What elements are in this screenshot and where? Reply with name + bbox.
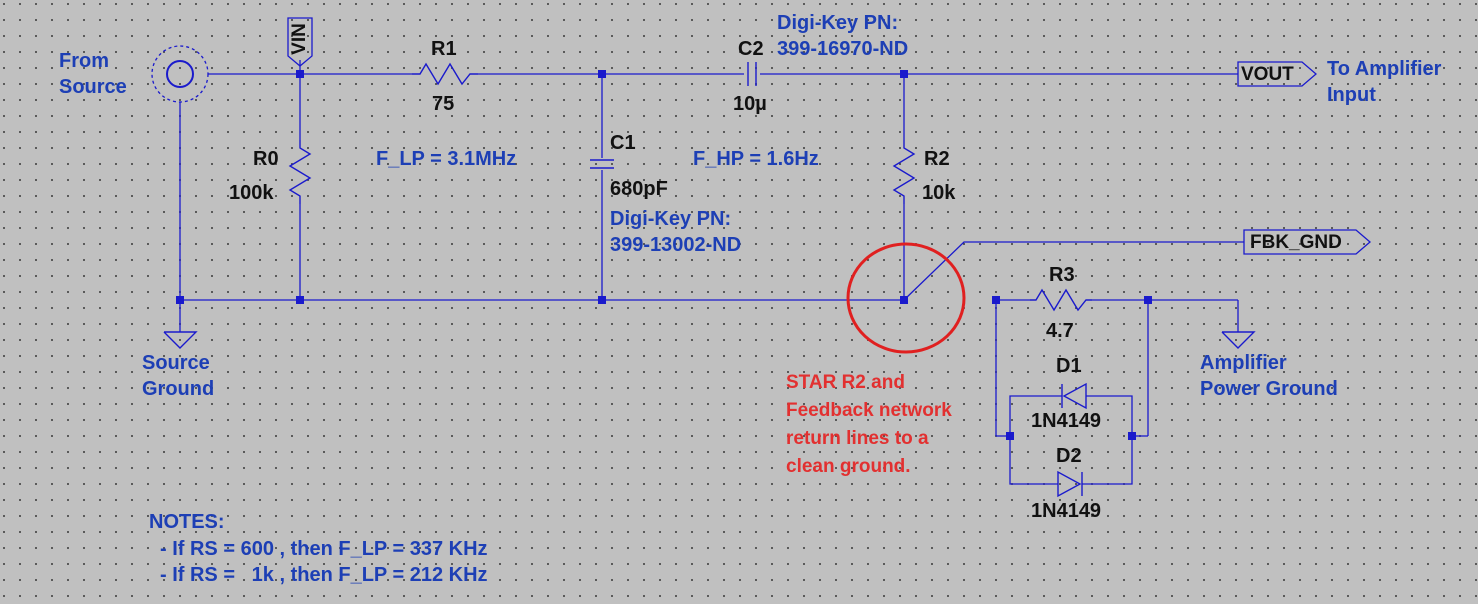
source-ground-line2: Ground	[142, 378, 215, 400]
vin-net-label: VIN	[289, 23, 310, 55]
r3-ref: R3	[1049, 264, 1075, 286]
r1-value: 75	[432, 93, 455, 115]
f-hp-annotation: F_HP = 1.6Hz	[693, 148, 819, 170]
r0-ref: R0	[253, 148, 279, 170]
c1-ref: C1	[610, 132, 636, 154]
d1-value: 1N4149	[1031, 410, 1102, 432]
source-label-line2: Source	[59, 76, 127, 98]
wire-d2-right	[1082, 436, 1133, 485]
c1-pn: 399-13002-ND	[610, 234, 742, 256]
wire-fbk-gnd	[903, 241, 1244, 301]
fbk-gnd-flag-shape	[1243, 229, 1371, 255]
r2-value: 10k	[922, 182, 956, 204]
diode-d1-symbol	[1061, 382, 1087, 410]
source-label-line1: From	[59, 50, 109, 72]
d1-ref: D1	[1056, 355, 1082, 377]
star-note-line4: clean ground.	[786, 456, 911, 477]
c2-pn: 399-16970-ND	[777, 38, 909, 60]
star-note-line3: return lines to a	[786, 428, 929, 449]
star-ground-highlight	[846, 242, 966, 354]
resistor-r0-symbol	[288, 140, 312, 204]
notes-line1: - If RS = 600 , then F_LP = 337 KHz	[160, 538, 488, 560]
capacitor-c2-symbol	[747, 62, 757, 86]
vout-flag-shape	[1237, 61, 1317, 87]
wire-d2-left	[1009, 436, 1058, 485]
notes-title: NOTES:	[149, 511, 225, 533]
source-ground-line1: Source	[142, 352, 210, 374]
r3-value: 4.7	[1046, 320, 1074, 342]
fbk-gnd-net-label: FBK_GND	[1250, 232, 1342, 253]
c1-pn-label: Digi-Key PN:	[610, 208, 732, 230]
f-lp-annotation: F_LP = 3.1MHz	[376, 148, 517, 170]
source-connector-symbol	[151, 45, 209, 103]
c2-value: 10µ	[733, 93, 767, 115]
resistor-r3-symbol	[1030, 288, 1092, 312]
amp-ground-line2: Power Ground	[1200, 378, 1338, 400]
notes-line2: - If RS = 1k , then F_LP = 212 KHz	[160, 564, 488, 586]
vin-flag-shape	[287, 17, 313, 67]
source-ground-symbol	[163, 331, 198, 349]
vout-note-line1: To Amplifier	[1327, 58, 1442, 80]
vout-note-line2: Input	[1327, 84, 1376, 106]
diode-d2-symbol	[1057, 470, 1083, 498]
c2-ref: C2	[738, 38, 764, 60]
r0-value: 100k	[229, 182, 274, 204]
amp-ground-line1: Amplifier	[1200, 352, 1287, 374]
r1-ref: R1	[431, 38, 457, 60]
c2-pn-label: Digi-Key PN:	[777, 12, 899, 34]
star-note-line2: Feedback network	[786, 400, 952, 421]
wire-d1-left	[1009, 395, 1062, 436]
junction-nodes	[176, 70, 1152, 440]
amp-ground-symbol	[1221, 331, 1256, 349]
vout-net-label: VOUT	[1241, 64, 1294, 85]
c1-value: 680pF	[610, 178, 668, 200]
d2-value: 1N4149	[1031, 500, 1102, 522]
wire-d1-right	[1086, 395, 1133, 436]
resistor-r2-symbol	[892, 140, 916, 204]
capacitor-c1-symbol	[590, 159, 614, 169]
r2-ref: R2	[924, 148, 950, 170]
d2-ref: D2	[1056, 445, 1082, 467]
star-note-line1: STAR R2 and	[786, 372, 905, 393]
resistor-r1-symbol	[412, 62, 478, 86]
